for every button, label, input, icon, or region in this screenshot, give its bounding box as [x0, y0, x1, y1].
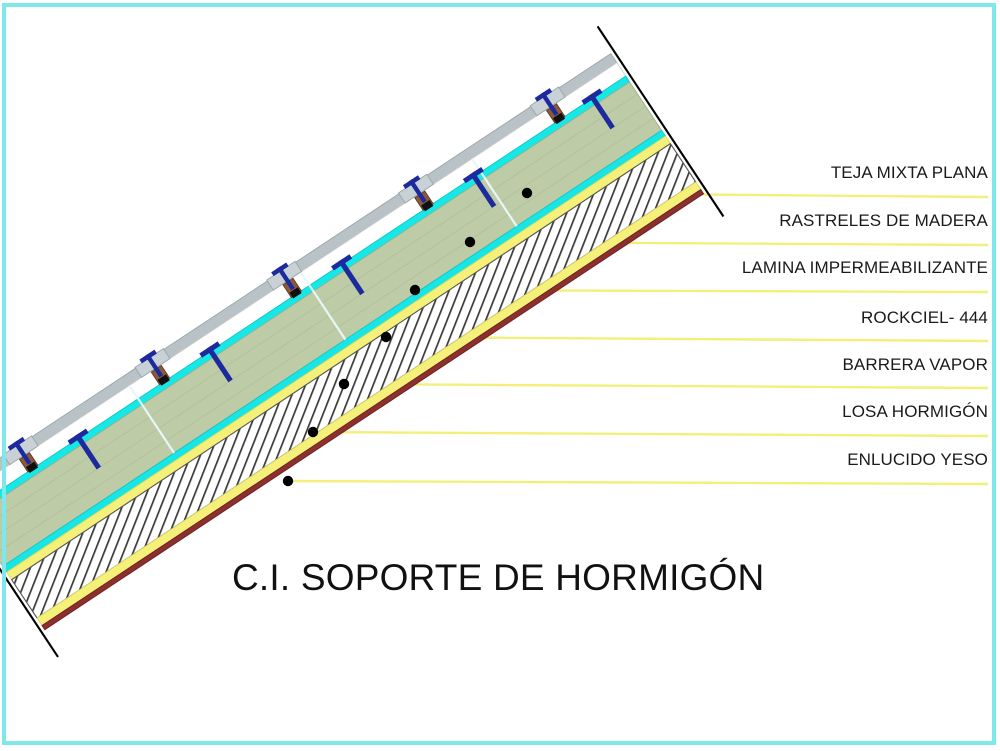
page-title: C.I. SOPORTE DE HORMIGÓN	[232, 557, 765, 598]
callout-dot-teja-mixta-plana	[521, 187, 533, 199]
callout-dot-enlucido-yeso	[282, 475, 294, 487]
callout-dot-lamina-impermeabilizante	[409, 284, 421, 296]
callout-dot-losa-hormigon	[307, 426, 319, 438]
callout-dot-barrera-vapor	[338, 378, 350, 390]
callout-dot-rastreles-de-madera	[464, 236, 476, 248]
callout-dot-rockciel-444	[380, 331, 392, 343]
